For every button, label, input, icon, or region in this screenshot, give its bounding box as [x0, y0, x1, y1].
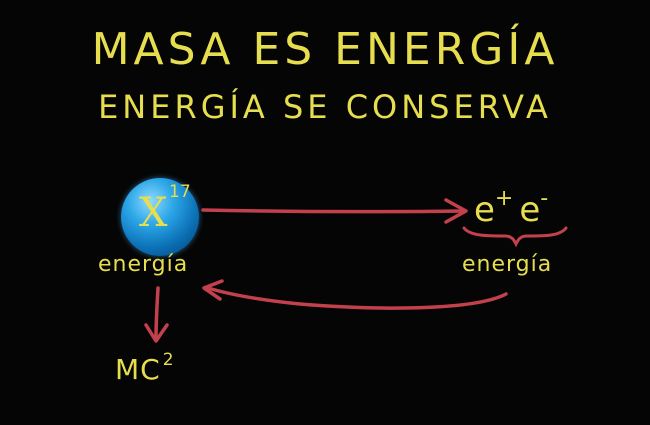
particle-symbol: X — [139, 190, 168, 236]
electron-1-charge: + — [494, 186, 514, 211]
electron-1: e — [474, 190, 495, 230]
mass-term-base: MC — [115, 353, 161, 386]
electron-2-charge: - — [540, 186, 549, 211]
mass-term-exponent: 2 — [162, 350, 175, 370]
pair-brace — [462, 226, 568, 248]
arrow-to-pair — [201, 208, 464, 214]
subtitle: ENERGÍA SE CONSERVA — [98, 88, 552, 126]
arrow-return-head — [202, 279, 224, 301]
particle-superscript: 17 — [169, 182, 191, 202]
electron-2: e — [519, 190, 541, 230]
x17-particle-icon: X 17 — [121, 178, 199, 256]
title: MASA ES ENERGÍA — [91, 24, 559, 75]
arrow-down-head — [144, 323, 169, 343]
electron-positron-pair: e+e- — [474, 186, 548, 230]
arrow-to-pair-head — [444, 198, 468, 224]
energy-label-left: energía — [98, 252, 189, 277]
energy-label-right: energía — [462, 252, 553, 277]
arrow-down — [154, 286, 160, 340]
arrow-return — [206, 286, 508, 310]
